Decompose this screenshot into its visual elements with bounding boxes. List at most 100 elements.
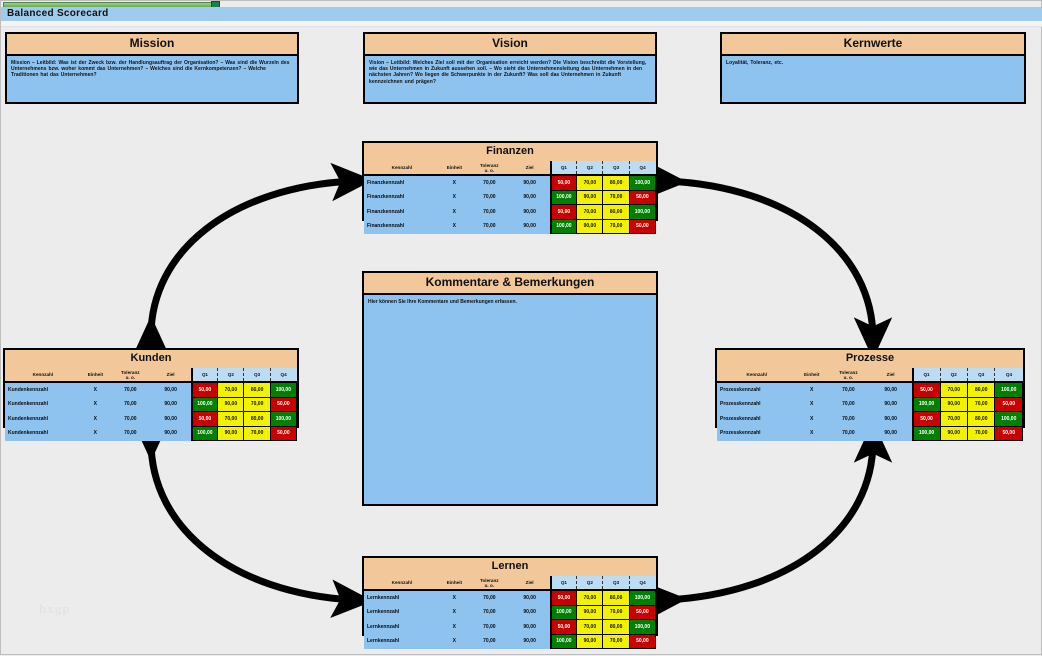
cell-ziel[interactable]: 90,00 [509,204,551,219]
cell-ziel[interactable]: 90,00 [509,590,551,605]
cell-q3[interactable]: 70,00 [966,425,996,441]
cell-kennzahl[interactable]: Prozesskennzahl [717,411,797,426]
cell-toleranz[interactable]: 70,00 [468,190,510,205]
cell-kennzahl[interactable]: Kundenkennzahl [5,397,81,412]
cell-q1[interactable]: 50,00 [911,411,941,427]
cell-q3[interactable]: 70,00 [602,633,630,649]
cell-q4[interactable]: 50,00 [628,633,657,649]
panel-vision-text[interactable]: Vision – Leitbild: Welches Ziel soll mit… [369,60,647,85]
cell-kennzahl[interactable]: Lernkennzahl [364,634,440,649]
cell-q4[interactable]: 50,00 [269,425,298,441]
cell-toleranz[interactable]: 70,00 [109,411,151,426]
cell-ziel[interactable]: 90,00 [150,382,192,397]
cell-q2[interactable]: 70,00 [576,174,604,191]
cell-einheit[interactable]: X [796,397,827,412]
cell-q4[interactable]: 100,00 [628,619,657,635]
cell-q1[interactable]: 50,00 [549,619,578,635]
cell-q3[interactable]: 70,00 [602,218,630,234]
cell-q2[interactable]: 90,00 [217,396,245,412]
cell-q2[interactable]: 90,00 [217,425,245,441]
cell-einheit[interactable]: X [796,382,827,397]
cell-ziel[interactable]: 90,00 [869,426,913,441]
cell-q4[interactable]: 50,00 [628,189,657,205]
cell-ziel[interactable]: 90,00 [509,634,551,649]
cell-q3[interactable]: 80,00 [602,619,630,635]
cell-q3[interactable]: 80,00 [966,381,996,398]
cell-q3[interactable]: 80,00 [602,174,630,191]
cell-q3[interactable]: 70,00 [602,189,630,205]
panel-kernwerte[interactable]: Kernwerte Loyalität, Toleranz, etc. [720,32,1026,104]
cell-q1[interactable]: 100,00 [190,396,219,412]
cell-q3[interactable]: 70,00 [243,425,271,441]
cell-q1[interactable]: 100,00 [190,425,219,441]
cell-q2[interactable]: 70,00 [217,381,245,398]
cell-q2[interactable]: 70,00 [576,589,604,606]
cell-einheit[interactable]: X [80,397,110,412]
cell-q1[interactable]: 50,00 [190,411,219,427]
cell-ziel[interactable]: 90,00 [869,397,913,412]
cell-q1[interactable]: 50,00 [911,381,941,398]
cell-q1[interactable]: 100,00 [549,218,578,234]
cell-q2[interactable]: 70,00 [939,381,968,398]
cell-q2[interactable]: 90,00 [576,189,604,205]
cell-einheit[interactable]: X [80,426,110,441]
cell-q3[interactable]: 80,00 [243,411,271,427]
panel-kernwerte-text[interactable]: Loyalität, Toleranz, etc. [726,60,784,66]
cell-toleranz[interactable]: 70,00 [468,219,510,234]
cell-q2[interactable]: 90,00 [939,396,968,412]
cell-q4[interactable]: 100,00 [628,174,657,191]
cell-kennzahl[interactable]: Kundenkennzahl [5,411,81,426]
cell-ziel[interactable]: 90,00 [509,190,551,205]
cell-ziel[interactable]: 90,00 [150,397,192,412]
cell-toleranz[interactable]: 70,00 [109,382,151,397]
cell-toleranz[interactable]: 70,00 [468,204,510,219]
cell-q2[interactable]: 70,00 [576,619,604,635]
cell-q1[interactable]: 100,00 [549,633,578,649]
panel-vision[interactable]: Vision Vision – Leitbild: Welches Ziel s… [363,32,657,104]
cell-q2[interactable]: 70,00 [576,204,604,220]
cell-einheit[interactable]: X [439,175,469,190]
panel-mission[interactable]: Mission Mission – Leitbild: Was ist der … [5,32,299,104]
cell-q4[interactable]: 100,00 [269,411,298,427]
cell-q4[interactable]: 50,00 [994,425,1023,441]
cell-q3[interactable]: 80,00 [243,381,271,398]
cell-q3[interactable]: 70,00 [966,396,996,412]
cell-q4[interactable]: 100,00 [994,381,1023,398]
cell-einheit[interactable]: X [439,634,469,649]
cell-q4[interactable]: 100,00 [628,204,657,220]
cell-einheit[interactable]: X [439,190,469,205]
cell-einheit[interactable]: X [439,619,469,634]
cell-q4[interactable]: 100,00 [269,381,298,398]
cell-einheit[interactable]: X [439,219,469,234]
cell-ziel[interactable]: 90,00 [869,411,913,426]
cell-q1[interactable]: 100,00 [549,604,578,620]
cell-q3[interactable]: 80,00 [602,204,630,220]
cell-kennzahl[interactable]: Finanzkennzahl [364,204,440,219]
cell-q2[interactable]: 90,00 [939,425,968,441]
cell-q3[interactable]: 70,00 [602,604,630,620]
cell-einheit[interactable]: X [796,411,827,426]
cell-kennzahl[interactable]: Lernkennzahl [364,605,440,620]
cell-q2[interactable]: 90,00 [576,218,604,234]
cell-q2[interactable]: 70,00 [217,411,245,427]
